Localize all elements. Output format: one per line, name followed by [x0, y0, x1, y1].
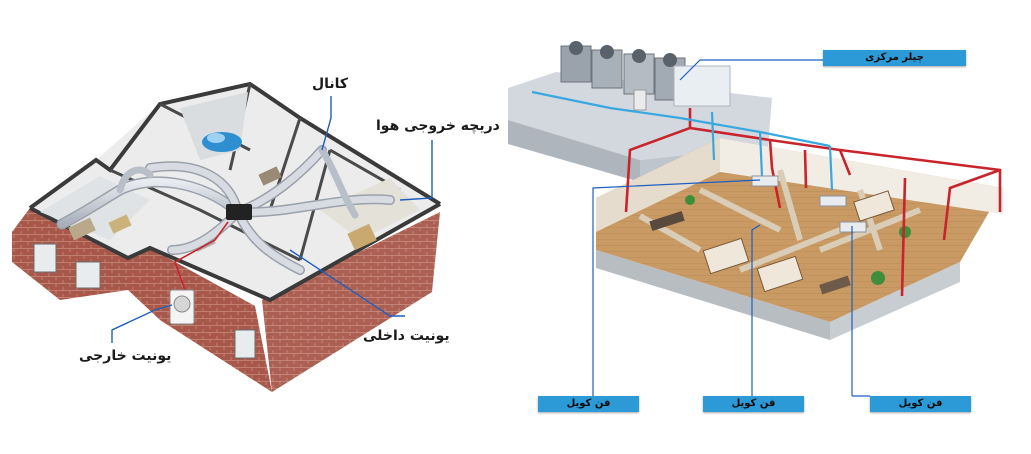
label-air-outlet: دریچه خروجی هوا	[376, 118, 500, 134]
label-fan-coil-3: فن کویل	[870, 396, 971, 412]
label-outdoor-unit: یونیت خارجی	[79, 348, 172, 364]
house-cutaway	[12, 81, 442, 392]
outdoor-unit	[169, 289, 195, 325]
label-fan-coil-2: فن کویل	[703, 396, 804, 412]
chiller-units	[560, 41, 731, 111]
car	[202, 132, 242, 152]
fan-coil-unit	[751, 175, 779, 187]
fan-coil-unit	[839, 221, 867, 233]
leader-lines-right	[592, 59, 870, 397]
building-cutaway	[508, 41, 1003, 397]
supply-pipes	[624, 108, 1002, 297]
label-central-chiller: چیلر مرکزی	[823, 50, 966, 66]
label-duct: کانال	[312, 76, 349, 92]
label-indoor-unit: یونیت داخلی	[363, 328, 450, 344]
indoor-unit-box	[226, 204, 252, 220]
leader-lines-left	[111, 96, 433, 343]
label-fan-coil-1: فن کویل	[538, 396, 639, 412]
fan-coil-unit	[819, 195, 847, 207]
return-pipes	[531, 90, 834, 191]
